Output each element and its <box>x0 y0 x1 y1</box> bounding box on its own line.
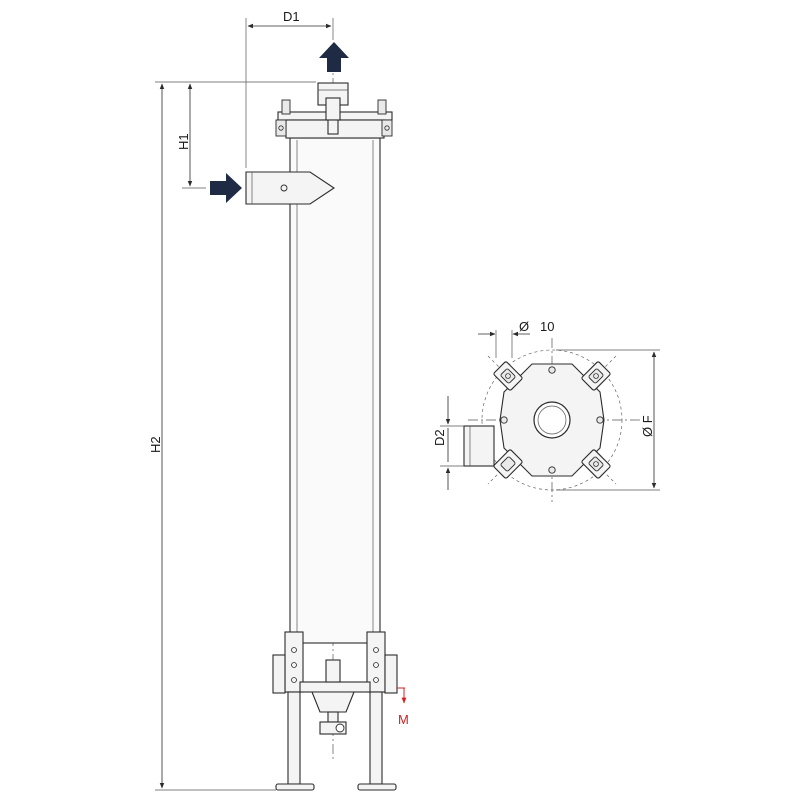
drain-label: M <box>398 712 409 727</box>
inlet-flow-arrow-icon <box>210 173 242 203</box>
clamp-bottom-left <box>493 449 523 479</box>
bottom-centre-nut <box>325 659 341 683</box>
bottom-dish <box>311 691 355 713</box>
lid-centre-stem <box>327 119 339 135</box>
hole-diameter-symbol: Ø <box>519 319 529 334</box>
top-view: Ø 10 Ø F D2 <box>432 319 660 502</box>
dimension-hole-diameter: Ø 10 <box>478 319 554 358</box>
dimension-h2-label: H2 <box>148 436 163 453</box>
dimension-d1-label: D1 <box>283 9 300 24</box>
drain-marker: M <box>397 687 409 727</box>
dimension-d2: D2 <box>432 396 464 490</box>
clamp-top-left <box>493 361 523 391</box>
support-leg-right <box>357 631 398 791</box>
dimension-h1-label: H1 <box>176 133 191 150</box>
filter-body <box>289 137 381 644</box>
inlet-nozzle <box>245 171 335 205</box>
dimension-h2: H2 <box>148 81 276 791</box>
hole-diameter-value: 10 <box>540 319 554 334</box>
outer-diameter-label: Ø F <box>640 415 655 437</box>
dimension-d2-label: D2 <box>432 429 447 446</box>
clamp-bottom-right <box>581 449 611 479</box>
drain-stem <box>327 711 339 723</box>
dimension-h1: H1 <box>176 81 316 189</box>
dimension-d1: D1 <box>245 9 334 168</box>
dimension-outer-diameter: Ø F <box>556 349 660 491</box>
support-leg-left <box>272 631 315 791</box>
centre-hole <box>533 401 571 439</box>
bottom-flange <box>299 681 371 693</box>
lid-centre-nut <box>325 97 341 121</box>
lid-bolt-left <box>275 99 291 137</box>
lid-bolt-right <box>377 99 393 137</box>
inlet-stub-top-view <box>463 425 495 467</box>
side-view: M D1 H1 H2 <box>148 9 409 791</box>
clamp-top-right <box>581 361 611 391</box>
outlet-flow-arrow-icon <box>319 42 349 72</box>
